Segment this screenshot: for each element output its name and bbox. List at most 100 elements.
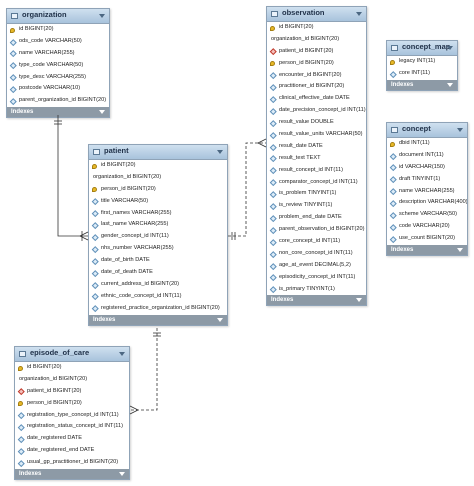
column-row[interactable]: draft TINYINT(1)	[387, 174, 467, 186]
column-row[interactable]: dbid INT(11)	[387, 138, 467, 150]
column-row[interactable]: type_desc VARCHAR(255)	[7, 72, 109, 84]
indexes-arrow-icon[interactable]	[99, 110, 105, 115]
table-concept[interactable]: concept dbid INT(11)document INT(11)id V…	[386, 122, 468, 257]
indexes-arrow-icon[interactable]	[217, 317, 223, 322]
table-header[interactable]: organization	[7, 9, 109, 24]
column-row[interactable]: core_concept_id INT(11)	[267, 236, 366, 248]
column-row[interactable]: core INT(11)	[387, 68, 457, 80]
indexes-bar[interactable]: Indexes	[7, 107, 109, 118]
column-row[interactable]: problem_end_date DATE	[267, 212, 366, 224]
table-organization[interactable]: organization id BIGINT(20)ods_code VARCH…	[6, 8, 110, 119]
collapse-arrow-icon[interactable]	[447, 46, 453, 50]
column-row[interactable]: is_review TINYINT(1)	[267, 200, 366, 212]
column-row[interactable]: result_value_units VARCHAR(50)	[267, 129, 366, 141]
column-row[interactable]: scheme VARCHAR(50)	[387, 209, 467, 221]
column-row[interactable]: ethnic_code_concept_id INT(11)	[89, 291, 227, 303]
column-row[interactable]: description VARCHAR(400)	[387, 197, 467, 209]
column-row[interactable]: current_address_id BIGINT(20)	[89, 279, 227, 291]
column-row[interactable]: legacy INT(11)	[387, 56, 457, 68]
indexes-bar[interactable]: Indexes	[15, 469, 129, 480]
column-row[interactable]: date_of_death DATE	[89, 267, 227, 279]
column-row[interactable]: date_precision_concept_id INT(11)	[267, 105, 366, 117]
indexes-bar[interactable]: Indexes	[267, 295, 366, 306]
column-row[interactable]: nhs_number VARCHAR(255)	[89, 243, 227, 255]
column-row[interactable]: person_id BIGINT(20)	[15, 398, 129, 410]
column-row[interactable]: organization_id BIGINT(20)	[15, 374, 129, 386]
column-row[interactable]: ods_code VARCHAR(50)	[7, 36, 109, 48]
collapse-arrow-icon[interactable]	[99, 14, 105, 18]
column-row[interactable]: use_count BIGINT(20)	[387, 233, 467, 245]
column-row[interactable]: parent_observation_id BIGINT(20)	[267, 224, 366, 236]
primary-key-icon	[10, 27, 15, 33]
column-row[interactable]: result_value DOUBLE	[267, 117, 366, 129]
column-row[interactable]: last_name VARCHAR(255)	[89, 219, 227, 231]
indexes-arrow-icon[interactable]	[457, 248, 463, 253]
column-row[interactable]: patient_id BIGINT(20)	[267, 46, 366, 58]
column-row[interactable]: title VARCHAR(50)	[89, 196, 227, 208]
column-row[interactable]: registration_status_concept_id INT(11)	[15, 421, 129, 433]
indexes-bar[interactable]: Indexes	[387, 245, 467, 256]
table-header[interactable]: episode_of_care	[15, 347, 129, 362]
column-row[interactable]: usual_gp_practitioner_id BIGINT(20)	[15, 457, 129, 469]
collapse-arrow-icon[interactable]	[119, 352, 125, 356]
column-row[interactable]: document INT(11)	[387, 150, 467, 162]
column-row[interactable]: organization_id BIGINT(20)	[89, 172, 227, 184]
column-row[interactable]: non_core_concept_id INT(11)	[267, 248, 366, 260]
column-row[interactable]: code VARCHAR(20)	[387, 221, 467, 233]
table-concept-map[interactable]: concept_map legacy INT(11)core INT(11) I…	[386, 40, 458, 91]
column-row[interactable]: person_id BIGINT(20)	[89, 184, 227, 196]
indexes-arrow-icon[interactable]	[119, 472, 125, 477]
column-row[interactable]: id BIGINT(20)	[267, 22, 366, 34]
table-header[interactable]: observation	[267, 7, 366, 22]
column-row[interactable]: postcode VARCHAR(10)	[7, 83, 109, 95]
collapse-arrow-icon[interactable]	[457, 128, 463, 132]
column-row[interactable]: organization_id BIGINT(20)	[267, 34, 366, 46]
relationship-patient-observation[interactable]	[228, 142, 266, 237]
column-row[interactable]: registered_practice_organization_id BIGI…	[89, 303, 227, 315]
column-row[interactable]: type_code VARCHAR(50)	[7, 60, 109, 72]
column-row[interactable]: parent_organization_id BIGINT(20)	[7, 95, 109, 107]
indexes-bar[interactable]: Indexes	[89, 314, 227, 325]
collapse-arrow-icon[interactable]	[217, 150, 223, 154]
collapse-arrow-icon[interactable]	[356, 12, 362, 16]
table-episode-of-care[interactable]: episode_of_care id BIGINT(20)organizatio…	[14, 346, 130, 481]
indexes-arrow-icon[interactable]	[356, 298, 362, 303]
table-header[interactable]: patient	[89, 145, 227, 160]
relationship-organization-patient[interactable]	[57, 115, 88, 237]
relationship-patient-episode-of-care[interactable]	[130, 328, 158, 411]
column-row[interactable]: episodicity_concept_id INT(11)	[267, 272, 366, 284]
column-row[interactable]: person_id BIGINT(20)	[267, 58, 366, 70]
column-row[interactable]: result_concept_id INT(11)	[267, 165, 366, 177]
column-row[interactable]: practitioner_id BIGINT(20)	[267, 81, 366, 93]
indexes-arrow-icon[interactable]	[447, 82, 453, 87]
column-row[interactable]: name VARCHAR(255)	[387, 186, 467, 198]
column-row[interactable]: result_text TEXT	[267, 153, 366, 165]
indexes-bar[interactable]: Indexes	[387, 79, 457, 90]
table-observation[interactable]: observation id BIGINT(20)organization_id…	[266, 6, 367, 307]
column-row[interactable]: clinical_effective_date DATE	[267, 93, 366, 105]
table-patient[interactable]: patient id BIGINT(20)organization_id BIG…	[88, 144, 228, 326]
table-header[interactable]: concept	[387, 123, 467, 138]
column-row[interactable]: id VARCHAR(150)	[387, 162, 467, 174]
column-row[interactable]: is_problem TINYINT(1)	[267, 188, 366, 200]
column-label: first_names VARCHAR(255)	[101, 209, 172, 216]
column-label: code VARCHAR(20)	[399, 223, 450, 230]
column-row[interactable]: gender_concept_id INT(11)	[89, 231, 227, 243]
column-row[interactable]: comparator_concept_id INT(11)	[267, 177, 366, 189]
column-row[interactable]: id BIGINT(20)	[15, 362, 129, 374]
column-row[interactable]: id BIGINT(20)	[7, 24, 109, 36]
column-row[interactable]: result_date DATE	[267, 141, 366, 153]
column-row[interactable]: date_registered DATE	[15, 433, 129, 445]
column-row[interactable]: age_at_event DECIMAL(5,2)	[267, 260, 366, 272]
column-row[interactable]: name VARCHAR(255)	[7, 48, 109, 60]
column-row[interactable]: first_names VARCHAR(255)	[89, 208, 227, 220]
column-row[interactable]: registration_type_concept_id INT(11)	[15, 410, 129, 422]
column-row[interactable]: is_primary TINYINT(1)	[267, 284, 366, 296]
column-row[interactable]: encounter_id BIGINT(20)	[267, 70, 366, 82]
column-row[interactable]: date_registered_end DATE	[15, 445, 129, 457]
table-icon	[19, 351, 26, 357]
column-row[interactable]: id BIGINT(20)	[89, 160, 227, 172]
column-row[interactable]: patient_id BIGINT(20)	[15, 386, 129, 398]
table-header[interactable]: concept_map	[387, 41, 457, 56]
column-row[interactable]: date_of_birth DATE	[89, 255, 227, 267]
